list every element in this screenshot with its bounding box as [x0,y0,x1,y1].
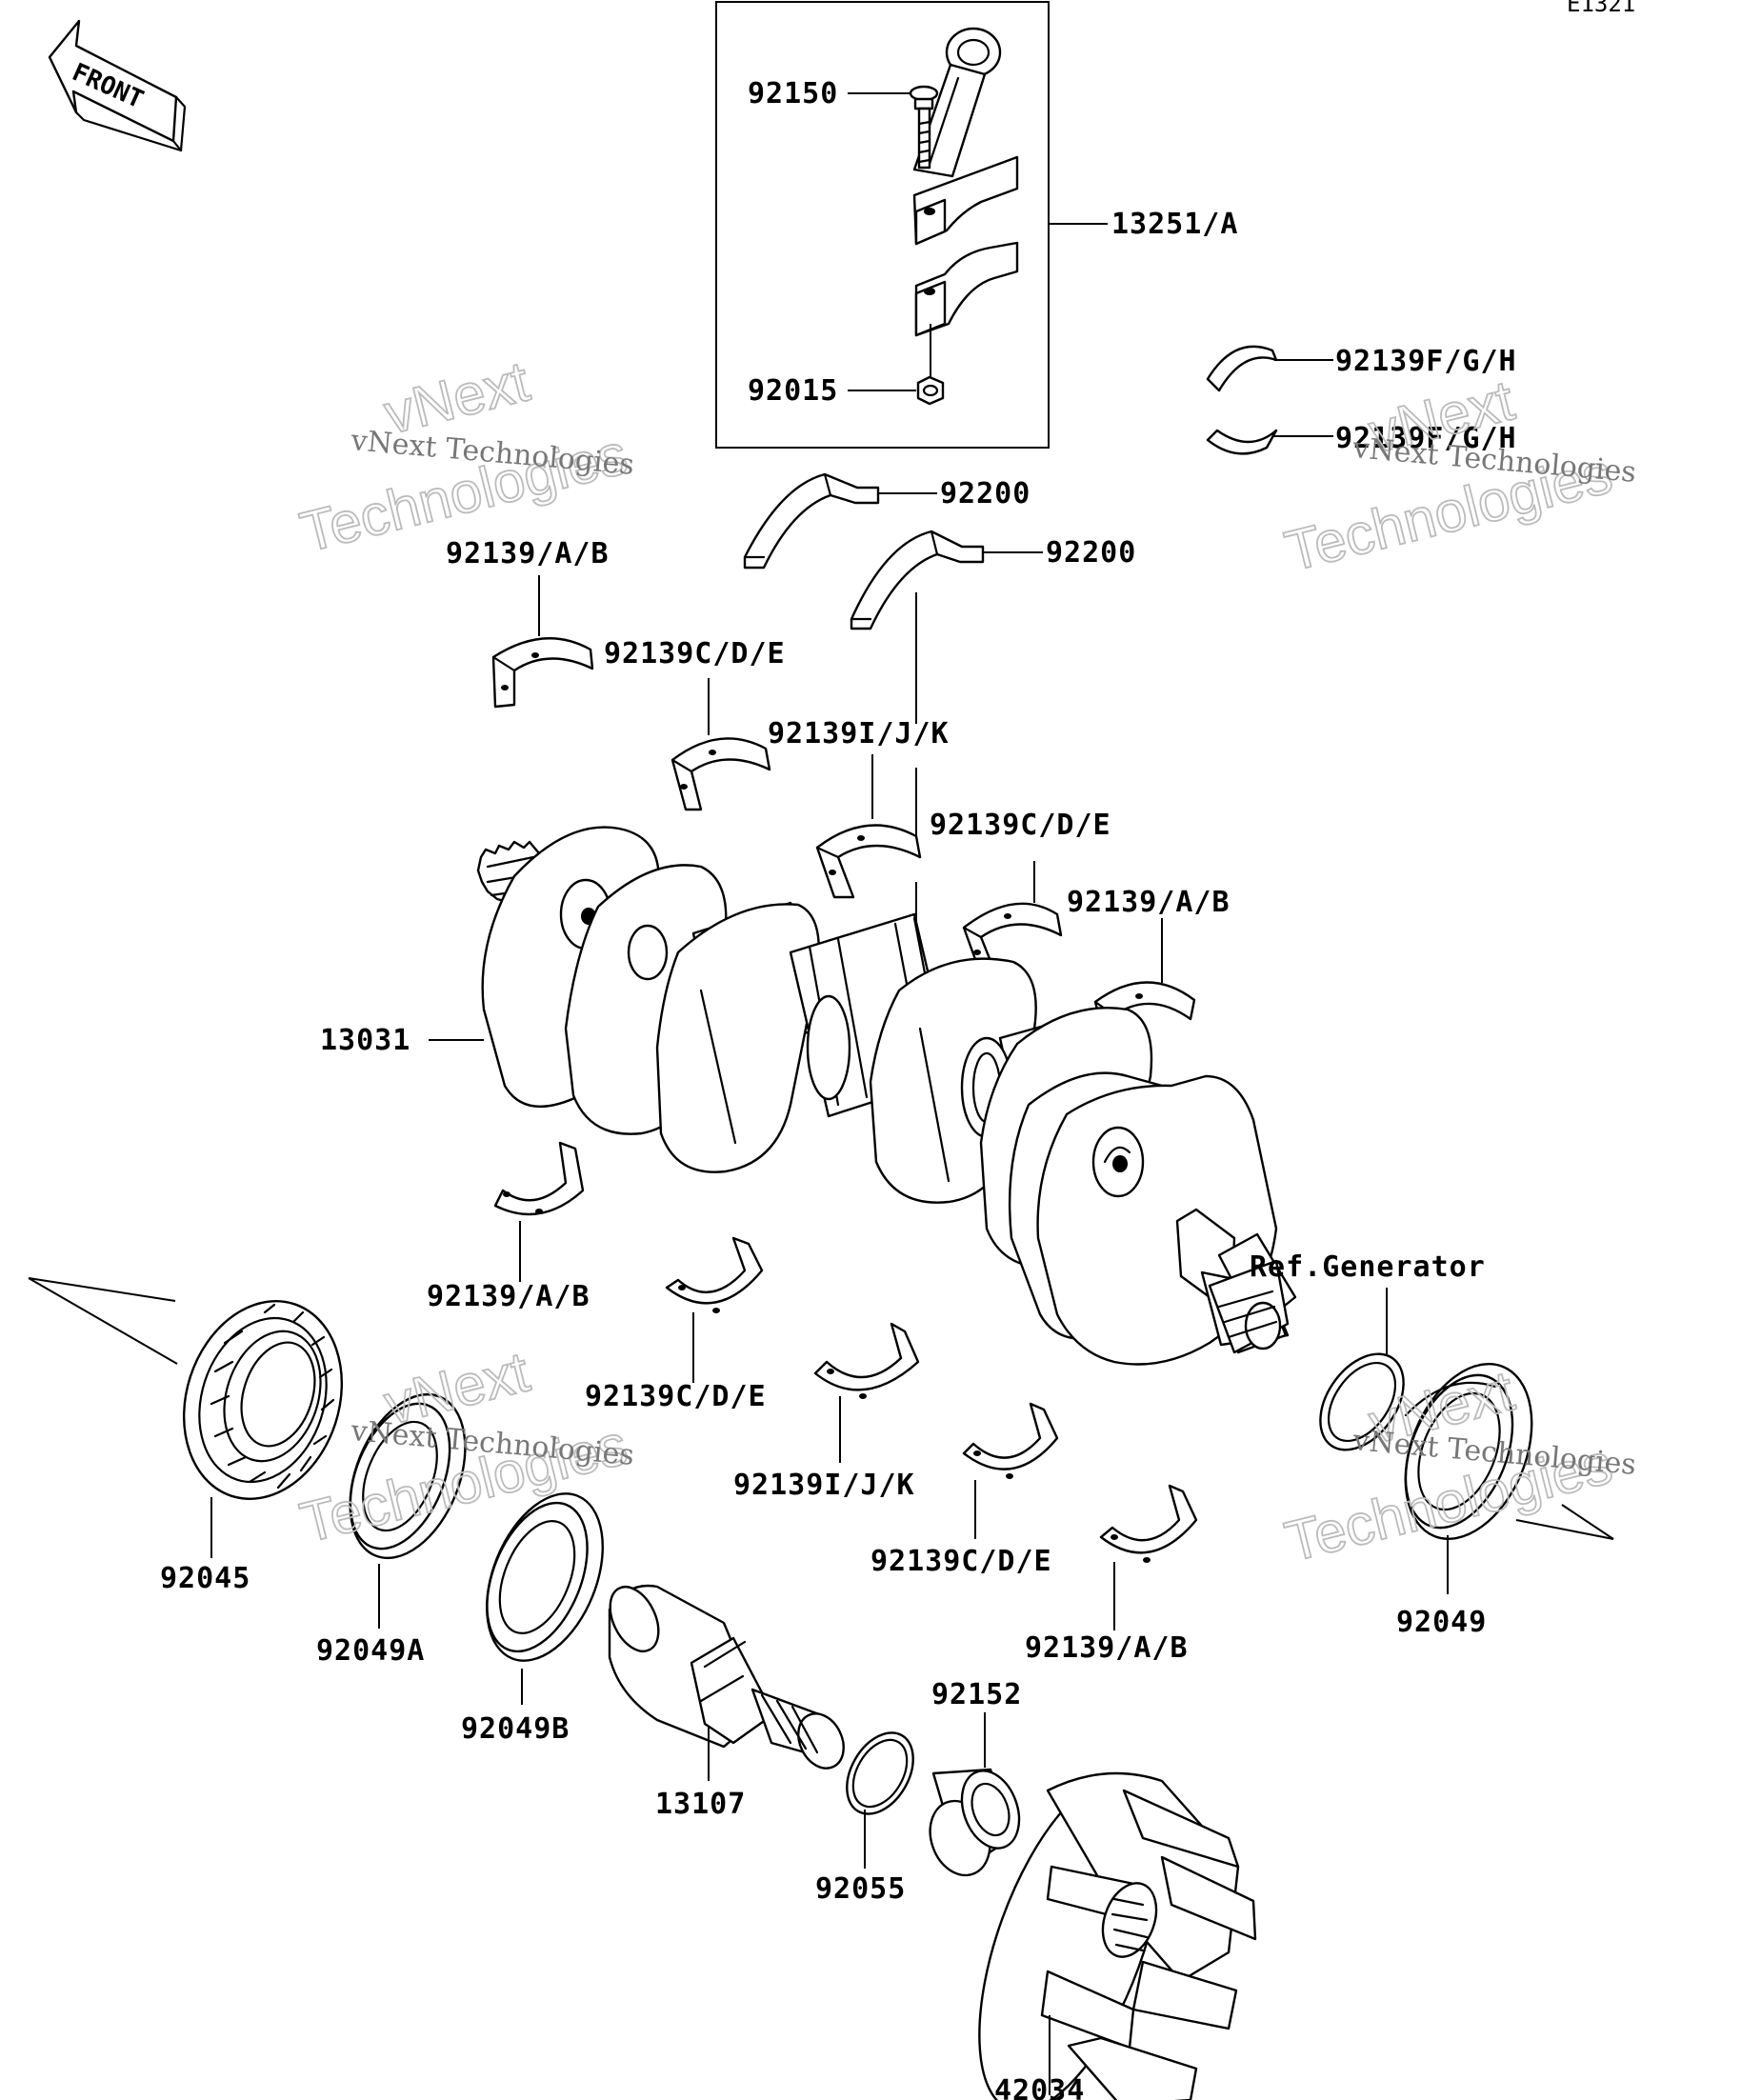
label-92139cde-1: 92139C/D/E [604,637,786,670]
label-92139cde-4: 92139C/D/E [870,1545,1052,1578]
main-bearing-lower-4 [962,1402,1059,1479]
crankshaft [476,826,1297,1366]
main-bearing-lower-5 [1099,1484,1198,1563]
label-92139ijk-2: 92139I/J/K [733,1469,915,1502]
label-92139cde-2: 92139C/D/E [930,809,1111,842]
con-rod-bearing-upper [1206,345,1278,392]
oil-seal-a [349,1392,467,1560]
con-rod-bearing-lower [1206,429,1278,455]
label-92139ab-4: 92139/A/B [1025,1631,1189,1665]
label-92200-1: 92200 [940,477,1031,510]
label-92049a: 92049A [316,1634,425,1668]
label-42034: 42034 [994,2074,1085,2100]
collar [929,1768,1021,1877]
oil-seal-b [486,1492,604,1662]
label-92150: 92150 [748,77,838,110]
label-13107: 13107 [655,1788,746,1821]
o-ring [846,1731,914,1815]
label-92049b: 92049B [461,1712,570,1746]
label-92200-2: 92200 [1046,536,1136,570]
output-shaft [608,1584,845,1770]
label-13251a: 13251/A [1111,208,1238,241]
label-92152: 92152 [931,1678,1022,1711]
connecting-rod [909,27,1019,406]
label-92139ab-2: 92139/A/B [1067,886,1231,919]
main-bearing-lower-3 [813,1322,920,1399]
label-92049: 92049 [1396,1606,1487,1639]
label-ref-generator: Ref.Generator [1250,1250,1486,1284]
label-92139fgh-upper: 92139F/G/H [1335,345,1517,378]
thrust-washer-2 [850,530,985,630]
main-bearing-lower-2 [665,1236,764,1313]
main-bearing-upper-1 [491,637,594,709]
watermark-right-top: vNext Technologies vNext Technologies [1278,368,1637,585]
con-rod-nut [916,375,945,406]
main-bearing-upper-4 [962,902,1063,977]
front-arrow-icon: FRONT [48,19,187,152]
diagram-code: E1321 [1567,0,1635,17]
label-92139cde-3: 92139C/D/E [585,1380,767,1413]
thrust-washer-1 [743,472,880,570]
label-92139ijk-1: 92139I/J/K [768,717,950,750]
generator-ring [1319,1352,1405,1451]
watermark-left-top: vNext Technologies vNext Technologies [293,349,635,566]
label-92139ab-3: 92139/A/B [427,1280,590,1313]
main-bearing-upper-2 [670,737,771,811]
label-92045: 92045 [160,1562,250,1595]
main-bearing-lower-1 [493,1141,585,1216]
coupling [978,1771,1257,2100]
label-92139fgh-lower: 92139F/G/H [1335,422,1517,455]
oil-seal-right [1404,1362,1533,1541]
label-92015: 92015 [748,374,838,408]
label-92139ab-1: 92139/A/B [446,537,610,570]
main-bearing-upper-3 [815,824,922,899]
label-13031: 13031 [320,1024,410,1057]
ball-bearing [182,1300,344,1500]
label-92055: 92055 [815,1872,906,1906]
